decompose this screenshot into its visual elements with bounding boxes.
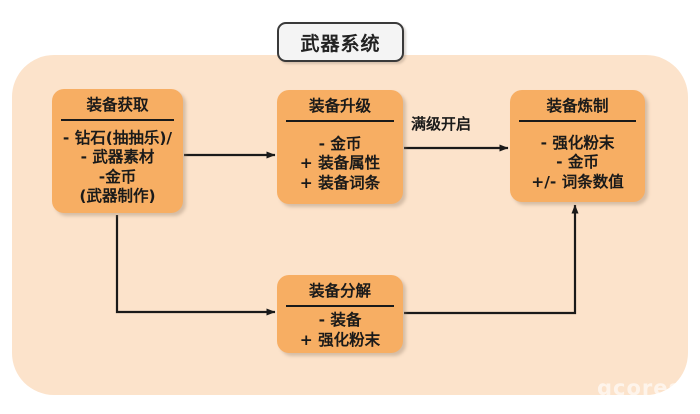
node-line: (武器制作) [79, 187, 156, 206]
node-line: - 武器素材 [80, 148, 155, 167]
node-divider [61, 118, 174, 121]
node-divider [519, 119, 636, 122]
node-line: - 装备 [318, 311, 362, 330]
watermark-text: gcores [596, 376, 682, 400]
node-line: - 金币 [556, 153, 599, 172]
node-line-list: - 强化粉末 - 金币 +/- 词条数值 [510, 124, 645, 202]
node-title: 装备获取 [86, 96, 149, 114]
node-line-list: - 金币 + 装备属性 + 装备词条 [277, 124, 403, 204]
node-line: -金币 [98, 167, 137, 186]
node-line: + 装备属性 [299, 154, 381, 173]
edge-label-max-level: 满级开启 [411, 115, 472, 133]
node-line: + 强化粉末 [299, 330, 381, 349]
edge-acquire-to-decompose [115, 215, 276, 316]
diagram-title-box: 武器系统 [277, 22, 404, 62]
node-line: - 钻石(抽抽乐)/ [62, 128, 173, 147]
node-line: - 强化粉末 [540, 133, 615, 152]
node-title: 装备升级 [308, 97, 371, 115]
node-divider [285, 304, 395, 307]
page-title: 武器系统 [300, 32, 381, 55]
node-line-list: - 装备 + 强化粉末 [277, 309, 403, 353]
edge-decompose-to-refine [404, 204, 579, 315]
node-equipment-decompose[interactable]: 装备分解 - 装备 + 强化粉末 [277, 275, 403, 353]
node-divider [285, 119, 395, 122]
node-line: + 装备词条 [299, 173, 381, 192]
node-equipment-acquire[interactable]: 装备获取 - 钻石(抽抽乐)/ - 武器素材 -金币 (武器制作) [52, 89, 183, 213]
node-title: 装备分解 [308, 282, 371, 300]
node-line: +/- 词条数值 [531, 172, 624, 191]
node-title: 装备炼制 [546, 97, 609, 115]
node-equipment-refine[interactable]: 装备炼制 - 强化粉末 - 金币 +/- 词条数值 [510, 90, 645, 202]
node-equipment-upgrade[interactable]: 装备升级 - 金币 + 装备属性 + 装备词条 [277, 90, 403, 204]
node-line: - 金币 [318, 134, 362, 153]
node-line-list: - 钻石(抽抽乐)/ - 武器素材 -金币 (武器制作) [52, 123, 183, 213]
